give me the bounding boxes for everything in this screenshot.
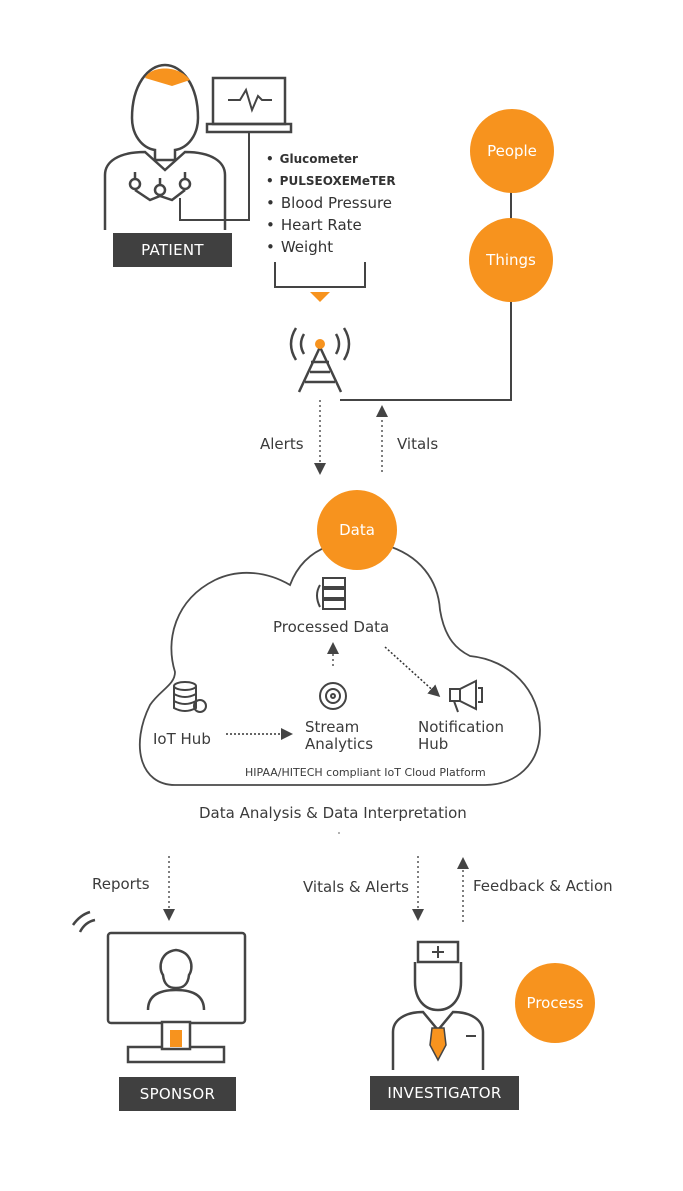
alerts-label: Alerts (260, 435, 304, 453)
sponsor-screen-icon (71, 910, 247, 1064)
analytics-line: Analytics (305, 735, 374, 753)
device-item: Glucometer (266, 148, 396, 170)
process-circle: Process (515, 963, 595, 1043)
platform-label: HIPAA/HITECH compliant IoT Cloud Platfor… (245, 766, 486, 779)
processed-data-label: Processed Data (273, 618, 390, 636)
sponsor-badge: SPONSOR (119, 1077, 236, 1111)
reports-label: Reports (92, 875, 150, 893)
investigator-doctor-icon (391, 940, 485, 1070)
tower-icon (289, 327, 351, 393)
feedback-action-label: Feedback & Action (473, 877, 613, 895)
iot-hub-label: IoT Hub (153, 730, 211, 748)
down-triangle-icon (310, 292, 330, 302)
stream-analytics-label: Stream Analytics (305, 719, 373, 753)
device-item: Heart Rate (266, 214, 396, 236)
people-circle: People (470, 109, 554, 193)
investigator-badge: INVESTIGATOR (370, 1076, 519, 1110)
stream-line: Stream (305, 718, 360, 736)
device-item: Blood Pressure (266, 192, 396, 214)
patient-badge: PATIENT (113, 233, 232, 267)
monitor-icon (179, 76, 293, 221)
device-list: Glucometer PULSEOXEMeTER Blood Pressure … (266, 148, 396, 258)
notification-hub-label: Notification Hub (418, 719, 504, 753)
database-gear-icon (173, 681, 207, 713)
analysis-label: Data Analysis & Data Interpretation (199, 804, 467, 822)
notification-line: Notification (418, 718, 505, 736)
device-item: PULSEOXEMeTER (266, 170, 396, 192)
things-circle: Things (469, 218, 553, 302)
database-stack-icon (316, 577, 346, 610)
patient-figure-icon (103, 63, 227, 230)
data-circle: Data (317, 490, 397, 570)
device-item: Weight (266, 236, 396, 258)
vitals-label: Vitals (397, 435, 439, 453)
stream-gear-icon (319, 682, 347, 710)
hub-line: Hub (418, 735, 449, 753)
megaphone-icon (449, 679, 483, 713)
vitals-alerts-label: Vitals & Alerts (303, 878, 409, 896)
